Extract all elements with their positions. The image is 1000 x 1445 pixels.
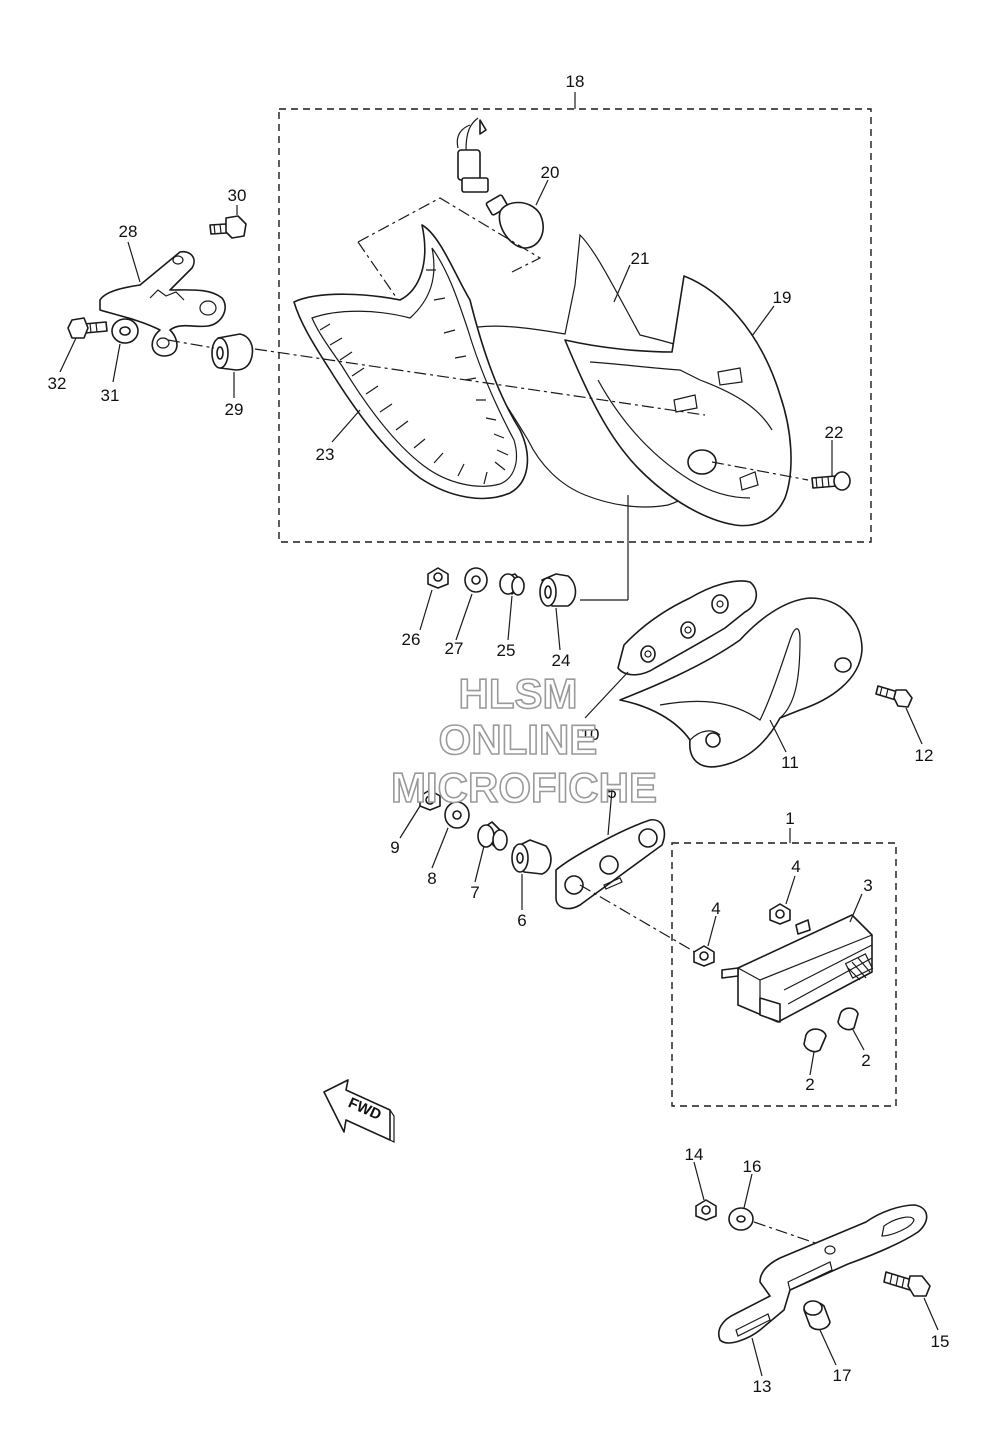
- callout-9: 9: [390, 838, 399, 857]
- housing-19: [564, 275, 792, 527]
- callout-2-right: 2: [861, 1051, 870, 1070]
- screw-22: [811, 471, 851, 491]
- grommet-24: [539, 573, 577, 607]
- grommet-29: [211, 333, 254, 371]
- callout-23: 23: [316, 445, 335, 464]
- assembly-1-box: [671, 842, 897, 1107]
- callout-26: 26: [402, 630, 421, 649]
- callout-31: 31: [101, 386, 120, 405]
- watermark-line3: MICROFICHE: [391, 764, 657, 811]
- nut-14: [695, 1199, 717, 1221]
- callout-3: 3: [863, 876, 872, 895]
- callout-29: 29: [225, 400, 244, 419]
- assembly-18-box: [278, 108, 872, 543]
- bulb-2-right: [837, 1007, 859, 1031]
- callout-5: 5: [607, 783, 616, 802]
- callout-10: 10: [581, 725, 600, 744]
- bracket-10: [617, 580, 758, 676]
- nut-4-lower: [693, 945, 715, 967]
- callout-14: 14: [685, 1145, 704, 1164]
- callout-4-upper: 4: [791, 857, 800, 876]
- bolt-15: [883, 1271, 931, 1297]
- callout-17: 17: [833, 1366, 852, 1385]
- callout-1: 1: [785, 809, 794, 828]
- callout-11: 11: [781, 753, 799, 772]
- callout-27: 27: [445, 639, 464, 658]
- cover-11: [619, 597, 863, 768]
- mount-plate-5: [555, 819, 666, 910]
- bulb-socket: [456, 117, 489, 193]
- callout-30: 30: [228, 186, 247, 205]
- bolt-32: [67, 317, 108, 339]
- bulb-2-left: [803, 1028, 827, 1053]
- washer-27: [464, 567, 488, 593]
- bracket-28: [99, 250, 226, 357]
- lamp-3: [721, 914, 874, 1023]
- callout-13: 13: [753, 1377, 772, 1396]
- collar-7: [477, 821, 508, 851]
- reflector-23: [293, 224, 529, 500]
- bulb-20: [485, 194, 544, 249]
- grommet-6: [511, 839, 552, 875]
- watermark-line2: ONLINE: [439, 716, 598, 763]
- collar-25: [499, 573, 525, 596]
- callout-6: 6: [517, 911, 526, 930]
- callout-7: 7: [470, 883, 479, 902]
- callout-24: 24: [552, 651, 571, 670]
- callout-25: 25: [497, 641, 516, 660]
- callout-15: 15: [931, 1332, 950, 1351]
- callout-18: 18: [566, 72, 585, 91]
- washer-31: [111, 318, 139, 344]
- callout-21: 21: [631, 249, 650, 268]
- reflector-17: [803, 1300, 831, 1331]
- callout-22: 22: [825, 423, 844, 442]
- callout-8: 8: [427, 869, 436, 888]
- watermark-line1: HLSM: [459, 670, 578, 717]
- washer-8: [444, 801, 470, 829]
- plate-bracket-13: [718, 1204, 928, 1344]
- nut-4-upper: [769, 903, 791, 925]
- washer-16: [728, 1207, 754, 1231]
- callout-20: 20: [541, 163, 560, 182]
- callout-12: 12: [915, 746, 934, 765]
- fwd-arrow-icon: FWD: [323, 1079, 395, 1143]
- callout-4-lower: 4: [711, 899, 720, 918]
- bolt-30: [209, 215, 247, 239]
- callout-19: 19: [773, 288, 792, 307]
- callout-32: 32: [48, 374, 67, 393]
- callout-28: 28: [119, 222, 138, 241]
- callout-2-left: 2: [805, 1075, 814, 1094]
- screw-12: [875, 685, 913, 708]
- nut-26: [427, 567, 449, 589]
- callout-16: 16: [743, 1157, 762, 1176]
